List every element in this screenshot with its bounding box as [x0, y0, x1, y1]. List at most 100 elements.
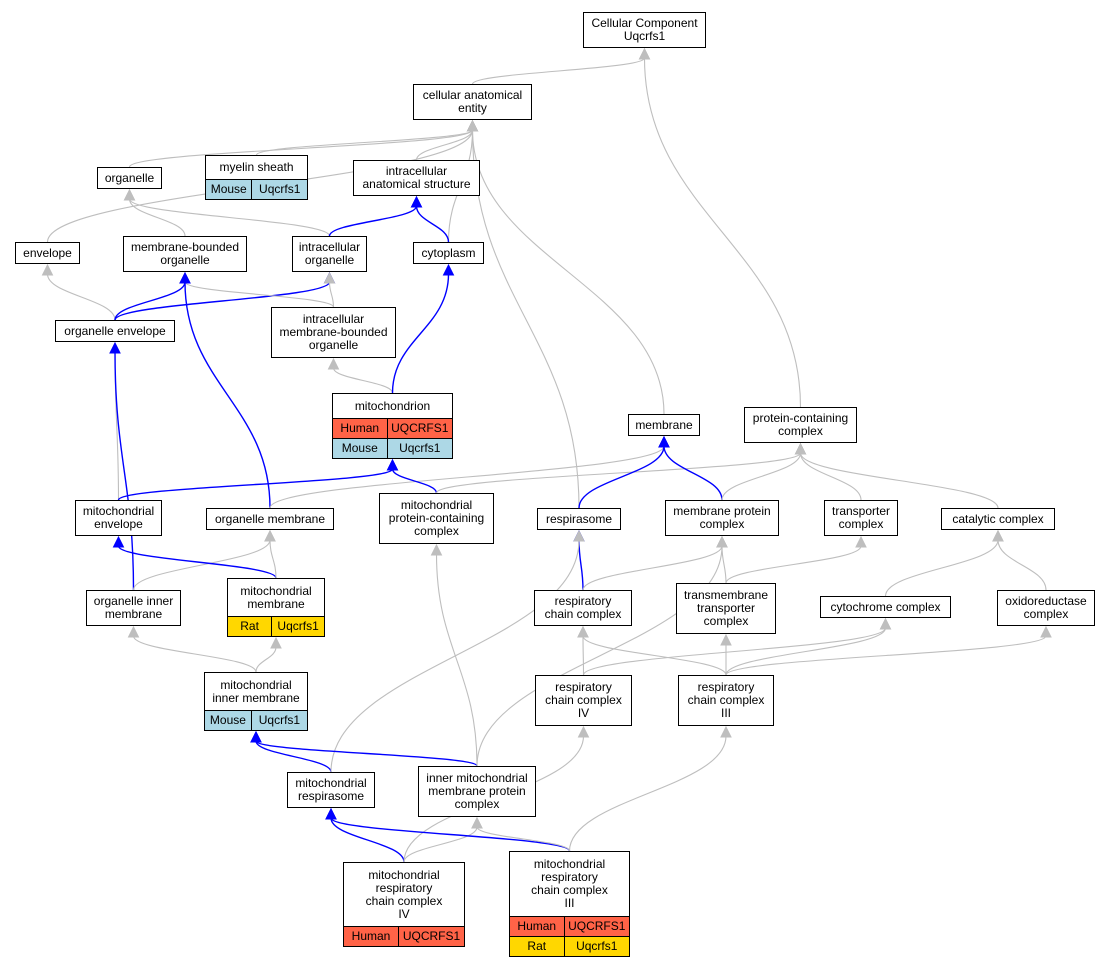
edge-arrowhead	[992, 529, 1004, 542]
edge-membrane-bounded-organelle-to-organelle	[128, 198, 186, 237]
edge-arrowhead	[638, 47, 651, 60]
node-label-line: chain complex	[687, 693, 765, 707]
species-cell: Mouse	[206, 180, 253, 199]
gene-cell: Uqcrfs1	[564, 937, 629, 956]
edge-intracellular-membrane-bounded-organelle-to-membrane-bounded-organelle	[184, 281, 335, 308]
node-cytochrome-complex[interactable]: cytochrome complex	[820, 596, 951, 618]
edge-arrowhead	[327, 357, 340, 370]
node-label-line: mitochondrion	[354, 398, 431, 413]
node-cytoplasm[interactable]: cytoplasm	[413, 242, 484, 264]
edge-respiratory-chain-complex-iv-to-cytochrome-complex	[582, 627, 887, 676]
edge-transmembrane-transporter-complex-to-membrane-protein-complex	[721, 545, 727, 584]
edge-arrowhead	[264, 529, 276, 542]
node-label-line: chain complex	[544, 607, 622, 621]
node-catalytic-complex[interactable]: catalytic complex	[941, 508, 1055, 530]
edge-organelle-membrane-to-membrane-bounded-organelle	[184, 281, 271, 509]
edge-myelin-sheath-to-cellular-anatomical-entity	[255, 129, 474, 156]
node-label-line: respiratory	[554, 594, 612, 608]
node-label-line: mitochondrial	[295, 776, 367, 790]
edge-respirasome-to-membrane	[578, 445, 665, 509]
node-label-line: intracellular	[302, 312, 365, 326]
edge-mitochondrial-respiratory-chain-complex-iii-to-inner-mitochondrial-membrane-protein-complex	[476, 826, 571, 852]
node-label-line: organelle	[160, 253, 210, 267]
node-label-line: chain complex	[531, 883, 608, 897]
edge-arrowhead	[179, 271, 191, 284]
edge-respiratory-chain-complex-iii-to-respiratory-chain-complex	[582, 635, 727, 676]
edge-arrowhead	[720, 725, 732, 738]
node-envelope[interactable]: envelope	[15, 242, 80, 264]
edge-mitochondrial-respirasome-to-mitochondrial-inner-membrane	[255, 740, 332, 773]
node-label-line: organelle envelope	[64, 323, 166, 338]
node-label-line: envelope	[94, 517, 143, 531]
node-label-line: chain complex	[545, 693, 622, 707]
edge-cellular-anatomical-entity-to-root	[471, 57, 646, 85]
edge-organelle-inner-membrane-to-organelle-membrane	[132, 539, 271, 591]
node-membrane[interactable]: membrane	[628, 414, 700, 436]
edge-arrowhead	[720, 633, 732, 646]
node-label-line: organelle	[308, 338, 359, 352]
node-label-line: organelle	[104, 170, 155, 185]
node-label: membrane	[629, 415, 699, 435]
node-label-line: oxidoreductase	[1005, 594, 1087, 608]
species-cell: Human	[510, 917, 565, 936]
node-organelle-envelope[interactable]: organelle envelope	[55, 320, 175, 342]
node-label-line: membrane-bounded	[130, 240, 240, 254]
node-label-line: transmembrane	[683, 588, 769, 602]
gene-cell: Uqcrfs1	[387, 439, 452, 458]
node-label-line: membrane-bounded	[279, 325, 388, 339]
species-cell: Human	[333, 419, 388, 438]
node-organelle-membrane[interactable]: organelle membrane	[206, 508, 334, 530]
edge-arrowhead	[323, 271, 336, 284]
gene-cell: Uqcrfs1	[251, 711, 307, 730]
node-organelle[interactable]: organelle	[97, 167, 162, 189]
node-label: cytoplasm	[414, 243, 483, 263]
node-respirasome[interactable]: respirasome	[537, 508, 621, 530]
edge-mitochondrial-protein-containing-complex-to-mitochondrion	[391, 468, 438, 494]
node-label-line: complex	[703, 614, 749, 628]
node-label-line: respirasome	[297, 789, 365, 803]
gene-cell: UQCRFS1	[564, 917, 629, 936]
edge-mitochondrial-respiratory-chain-complex-iii-to-mitochondrial-respirasome	[330, 817, 571, 852]
node-label-line: complex	[699, 517, 745, 531]
edge-organelle-envelope-to-envelope	[46, 273, 116, 321]
node-label-line: complex	[1023, 607, 1069, 621]
edge-mitochondrial-inner-membrane-to-organelle-inner-membrane	[132, 635, 257, 673]
node-label-line: inner mitochondrial	[426, 771, 528, 785]
node-label-line: mitochondrial	[220, 677, 292, 692]
edge-arrowhead	[794, 442, 807, 455]
